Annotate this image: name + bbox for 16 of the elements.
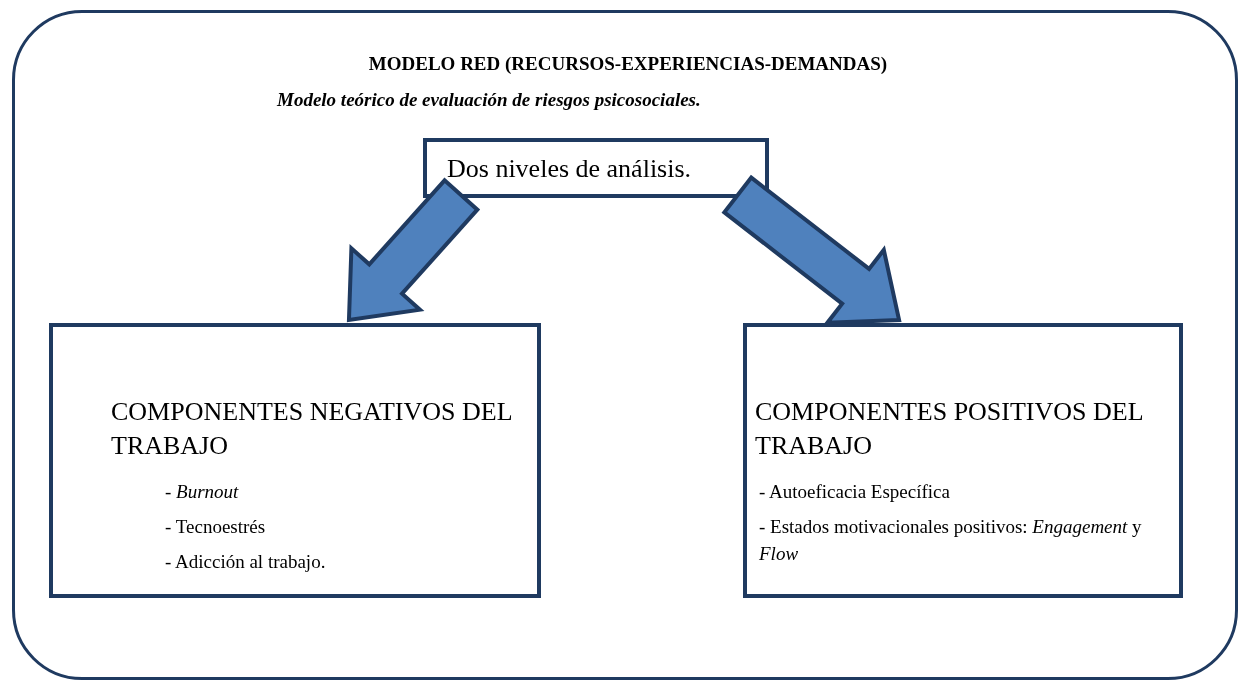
block-arrow — [722, 175, 902, 325]
list-item: - Adicción al trabajo. — [165, 550, 327, 574]
model-subtitle: Modelo teórico de evaluación de riesgos psicosociales. — [277, 88, 702, 112]
positive-heading: COMPONENTES POSITIVOS DEL TRABAJO — [755, 396, 1144, 462]
rounded-panel — [12, 10, 1238, 680]
list-item: - Burnout — [165, 480, 240, 504]
list-item: - Tecnoestrés — [165, 515, 267, 539]
text-box — [423, 138, 769, 198]
model-title: MODELO RED (RECURSOS-EXPERIENCIAS-DEMANDAS) — [367, 52, 889, 76]
text-box — [743, 323, 1183, 598]
block-arrow — [346, 178, 480, 323]
text-box — [49, 323, 541, 598]
negative-heading: COMPONENTES NEGATIVOS DEL TRABAJO — [111, 396, 513, 462]
list-item: - Estados motivacionales positivos: Engagement y Flow — [759, 515, 1143, 566]
list-item: - Autoeficacia Específica — [759, 480, 951, 504]
analysis-levels-text: Dos niveles de análisis. — [447, 153, 693, 185]
